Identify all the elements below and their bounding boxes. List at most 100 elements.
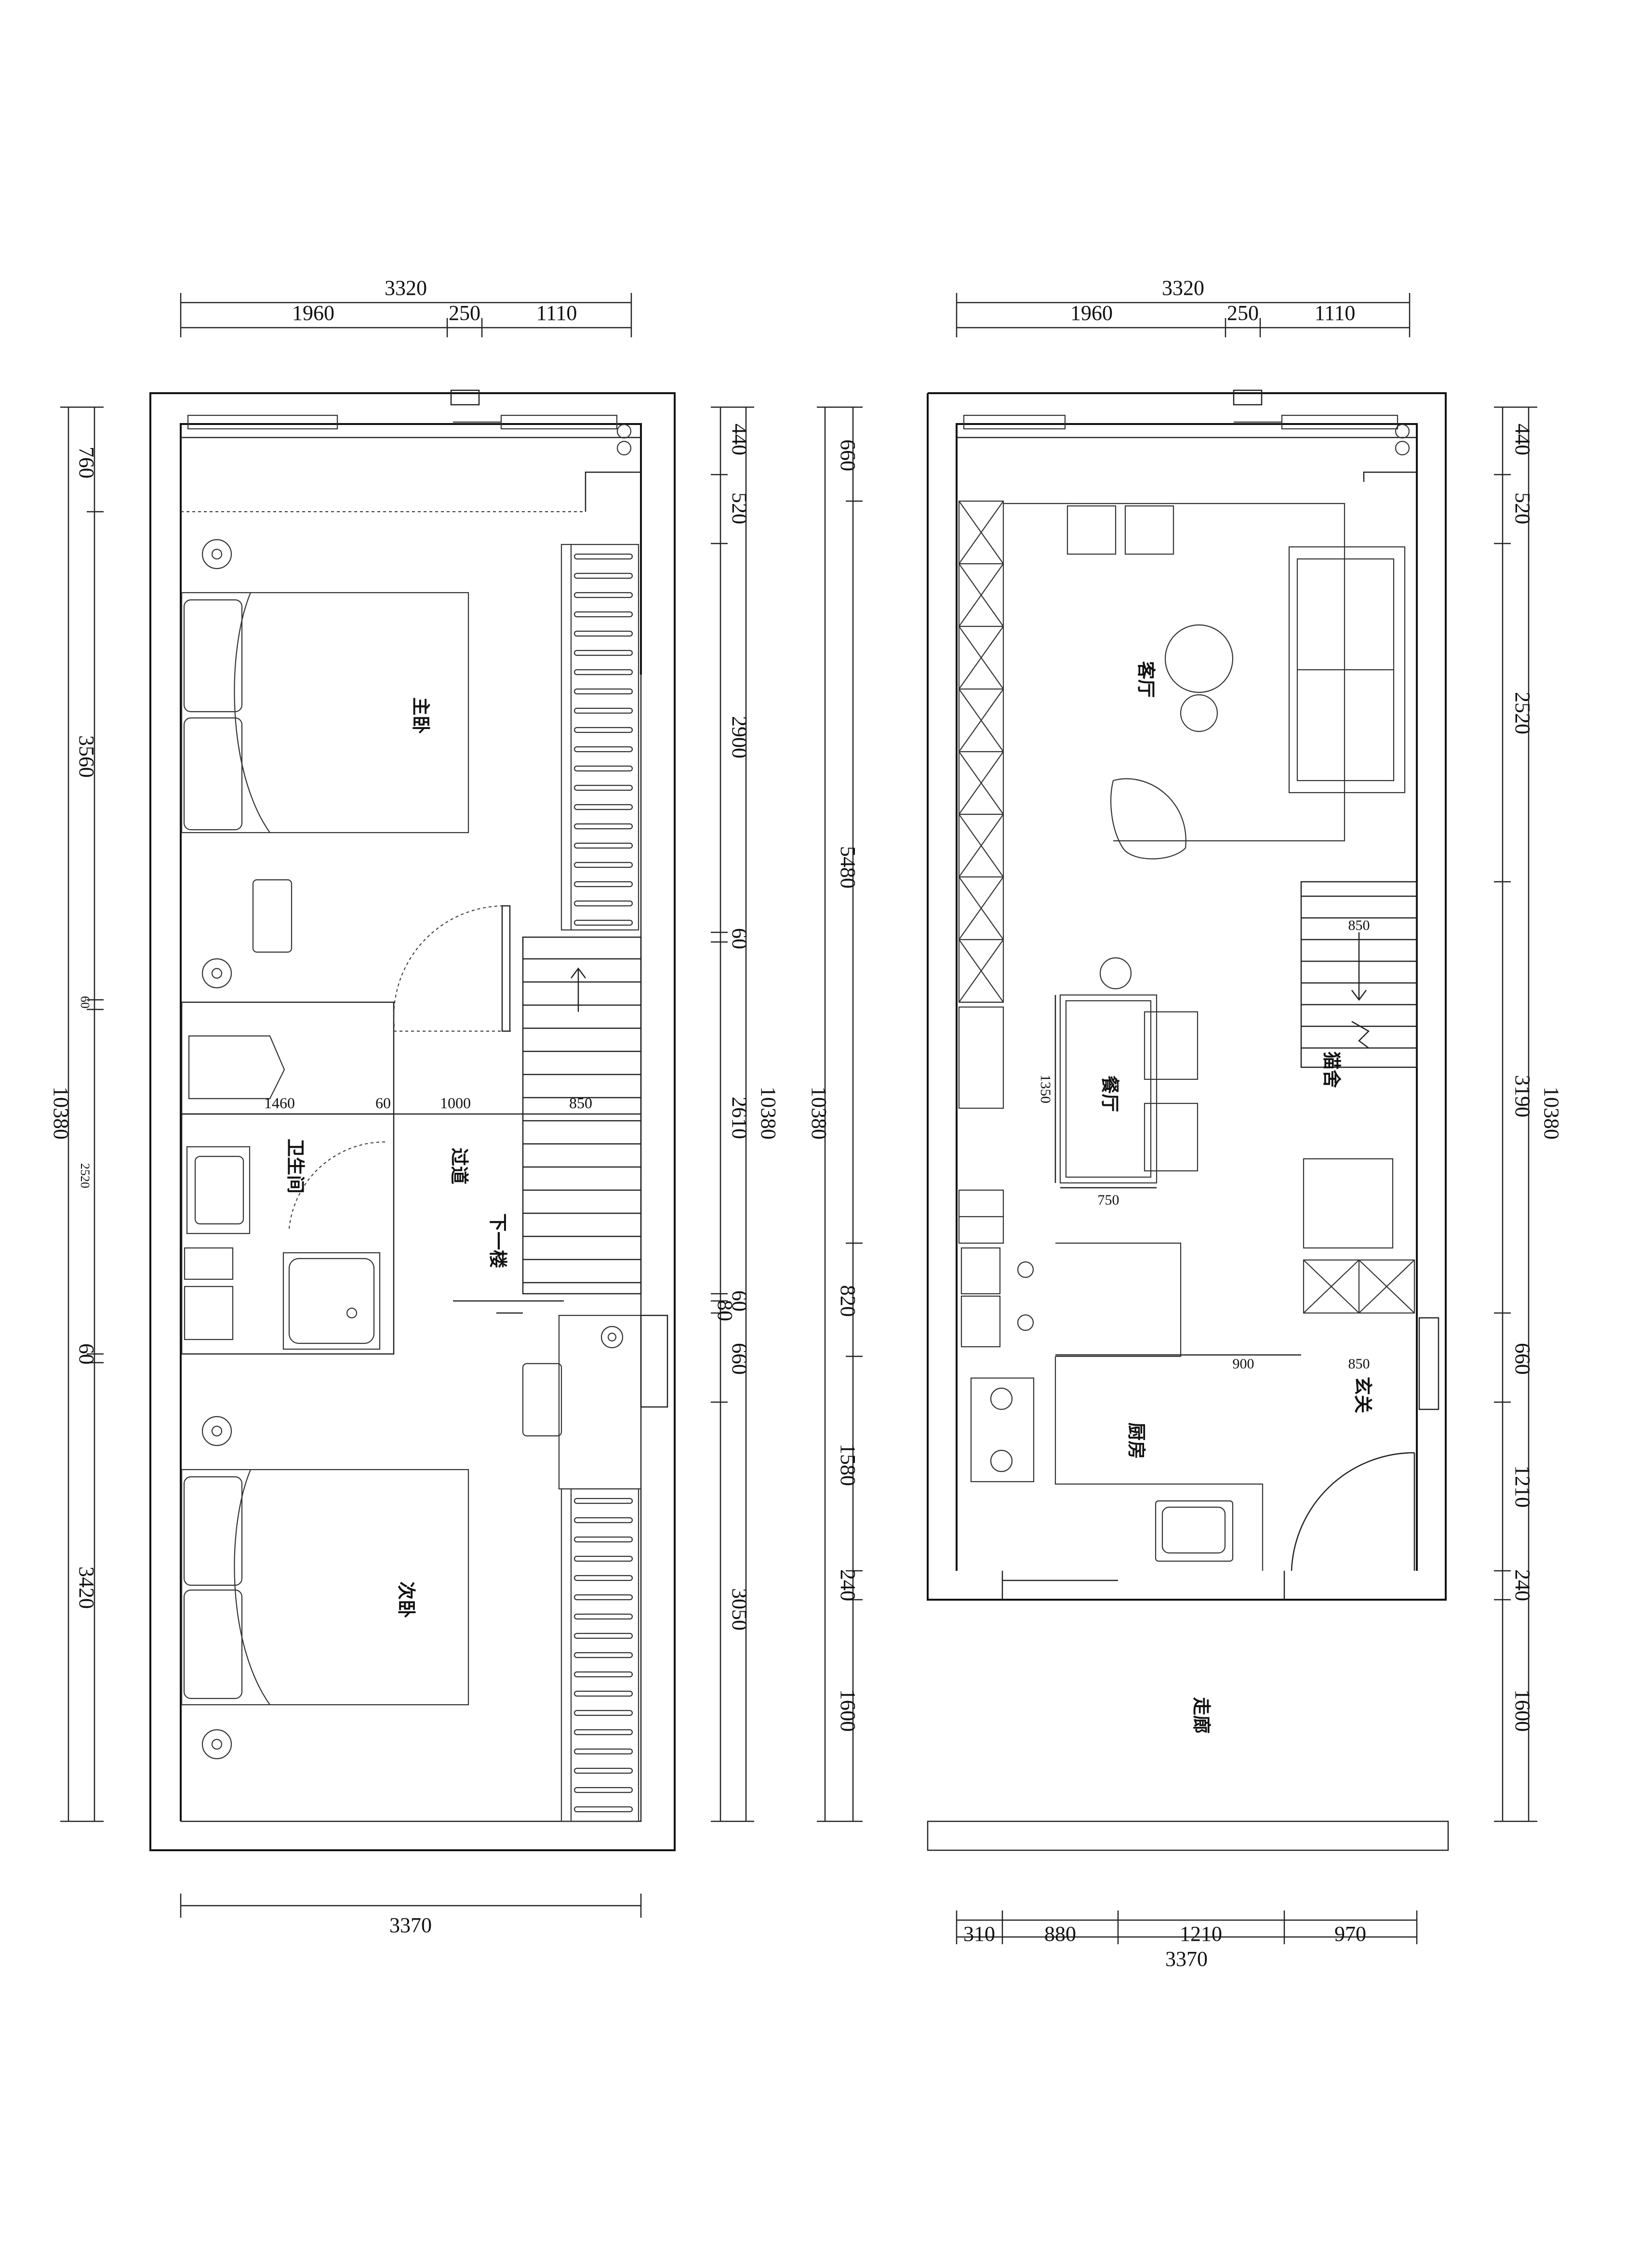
lower-dim-bottom-c: 1210 <box>1180 1922 1222 1946</box>
hanger <box>573 1806 633 1813</box>
master-wardrobe <box>560 544 639 931</box>
upper-dim-right-e: 2610 <box>728 1097 751 1139</box>
hanger <box>573 919 633 926</box>
room-label-master-bedroom: 主卧 <box>410 697 430 734</box>
hanger <box>573 1517 633 1524</box>
lower-dim-right-a: 440 <box>1511 424 1534 455</box>
upper-dim-right-total: 10380 <box>757 1087 780 1140</box>
hanger <box>573 727 633 733</box>
hanger <box>573 1671 633 1678</box>
lower-dim-left-b: 5480 <box>836 846 860 889</box>
upper-dim-top-b: 250 <box>449 301 480 325</box>
hanger <box>573 553 633 560</box>
upper-dim-bottom: 3370 <box>180 1894 642 1937</box>
lower-dim-table-depth: 1350 <box>1038 1074 1053 1103</box>
hanger <box>573 1555 633 1562</box>
lower-dim-right-g: 240 <box>1511 1569 1534 1601</box>
upper-dim-left-e: 60 <box>75 1343 98 1365</box>
upper-dim-bottom-total: 3370 <box>389 1913 432 1937</box>
upper-dim-left-total: 10380 <box>49 1087 73 1140</box>
kitchen: 厨房 900 850 <box>960 1242 1370 1571</box>
upper-dim-top: 3320 1960 250 1110 <box>180 276 632 337</box>
second-bedroom: 次卧 <box>181 1314 668 1760</box>
living-room: 客厅 <box>1003 503 1406 860</box>
lower-floor-plan: 客厅 餐厅 1350 750 850 猫舍 <box>807 276 1563 1971</box>
tv-cabinet <box>958 500 1004 1244</box>
upper-dim-inner-b: 60 <box>375 1094 391 1112</box>
hanger <box>573 688 633 695</box>
hanger <box>573 1498 633 1504</box>
upper-dim-right: 440 520 2900 60 2610 60 80 660 3050 1038… <box>711 406 780 1822</box>
lower-dim-bottom-a: 310 <box>963 1922 995 1946</box>
hanger <box>573 1729 633 1736</box>
upper-dim-right-h: 660 <box>728 1343 751 1375</box>
room-label-entrance: 玄关 <box>1352 1377 1372 1413</box>
lower-dim-table-width: 750 <box>1098 1192 1119 1208</box>
upper-dim-left-d: 2520 <box>78 1163 92 1188</box>
upper-dim-inner-a: 1460 <box>264 1094 295 1112</box>
hanger <box>573 707 633 714</box>
master-bedroom: 主卧 <box>181 539 469 989</box>
hanger <box>573 1652 633 1658</box>
hanger <box>573 669 633 676</box>
room-label-second-bedroom: 次卧 <box>396 1581 416 1618</box>
room-label-cat-house: 猫舍 <box>1321 1051 1341 1088</box>
hanger <box>573 1767 633 1774</box>
hanger <box>573 804 633 810</box>
room-label-stairs-down: 下一楼 <box>487 1213 507 1268</box>
hanger <box>573 842 633 849</box>
upper-dim-left: 760 3560 60 2520 60 3420 10380 <box>49 406 104 1822</box>
upper-dim-right-c: 2900 <box>728 716 751 758</box>
lower-dim-stair: 850 <box>1348 917 1370 933</box>
hanger <box>573 823 633 830</box>
hanger <box>573 592 633 598</box>
upper-dim-top-a: 1960 <box>292 301 334 325</box>
upper-dim-right-f: 60 <box>728 1290 751 1312</box>
lower-dim-bottom-total: 3370 <box>1165 1947 1208 1971</box>
lower-dim-right-b: 520 <box>1511 492 1534 524</box>
upper-dim-left-a: 760 <box>75 447 98 478</box>
corridor-and-stair: 过道 下一楼 <box>394 905 642 1314</box>
upper-dim-left-f: 3420 <box>75 1566 98 1609</box>
upper-dim-right-g: 80 <box>713 1300 737 1321</box>
upper-dim-right-a: 440 <box>728 424 751 455</box>
hanger <box>573 1613 633 1620</box>
upper-dim-left-b: 3560 <box>75 735 98 778</box>
hanger <box>573 1536 633 1543</box>
lower-dim-left-d: 1580 <box>836 1444 860 1486</box>
room-label-dining-room: 餐厅 <box>1099 1075 1119 1112</box>
hanger <box>573 1632 633 1639</box>
hanger <box>573 650 633 656</box>
upper-floor-plan: 主卧 卫生间 <box>49 276 780 1937</box>
lower-dim-right: 440 520 2520 3190 660 1210 240 1600 1038… <box>1494 406 1563 1822</box>
lower-stair-cat-house: 850 猫舍 <box>1300 881 1439 1410</box>
lower-dim-left-total: 10380 <box>807 1087 831 1140</box>
hanger <box>573 1710 633 1716</box>
lower-dim-top: 3320 1960 250 1110 <box>956 276 1411 337</box>
lower-dim-bottom: 310 880 1210 970 3370 <box>956 1910 1418 1971</box>
hanger <box>573 900 633 907</box>
upper-dim-right-b: 520 <box>728 492 751 524</box>
hanger <box>573 1690 633 1697</box>
upper-dim-right-d: 60 <box>728 928 751 949</box>
hanger <box>573 784 633 791</box>
lower-dim-top-total: 3320 <box>1162 276 1204 300</box>
lower-dim-top-b: 250 <box>1227 301 1259 325</box>
hanger <box>573 765 633 772</box>
upper-dim-inner-d: 850 <box>569 1094 592 1112</box>
hanger <box>573 630 633 637</box>
hanger <box>573 1594 633 1601</box>
hanger <box>573 1787 633 1793</box>
upper-dim-inner-c: 1000 <box>440 1094 471 1112</box>
hanger <box>573 572 633 579</box>
hanger <box>573 881 633 888</box>
lower-dim-right-total: 10380 <box>1540 1087 1563 1140</box>
upper-dim-inner: 1460 60 1000 850 <box>182 1094 641 1115</box>
lower-dim-bottom-d: 970 <box>1334 1922 1366 1946</box>
lower-dim-top-c: 1110 <box>1315 301 1356 325</box>
dining-room: 餐厅 1350 750 <box>1038 957 1199 1208</box>
room-label-kitchen: 厨房 <box>1126 1422 1146 1459</box>
upper-dim-top-total: 3320 <box>385 276 427 300</box>
lower-dim-kitchen-b: 850 <box>1348 1356 1370 1372</box>
hanger <box>573 1748 633 1755</box>
